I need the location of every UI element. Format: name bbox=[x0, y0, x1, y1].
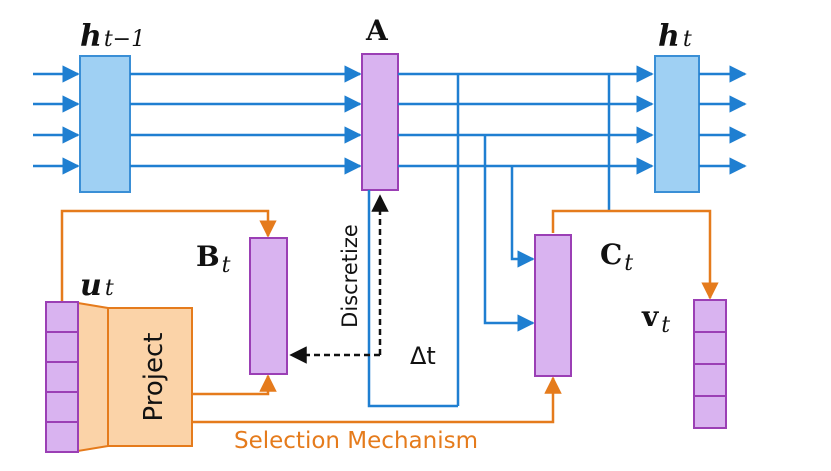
output-state-lines bbox=[699, 65, 747, 175]
selection-lines bbox=[60, 209, 719, 424]
project-to-c-line bbox=[192, 376, 562, 424]
delta-bottom-line bbox=[367, 190, 458, 408]
a-to-ht-lines bbox=[398, 65, 654, 175]
u-cell-4 bbox=[45, 391, 79, 423]
c-label: Ct bbox=[600, 238, 633, 276]
a-matrix-box bbox=[361, 53, 399, 191]
state-to-c-lines bbox=[367, 74, 611, 408]
discretize-label: Discretize bbox=[338, 224, 362, 328]
branch-to-c-upper bbox=[510, 166, 535, 268]
hprev-to-a-lines bbox=[130, 65, 362, 175]
u-cell-3 bbox=[45, 361, 79, 393]
project-box bbox=[107, 307, 193, 447]
c-matrix-box bbox=[534, 234, 572, 377]
v-cell-3 bbox=[693, 363, 727, 397]
h-prev-box bbox=[79, 55, 131, 193]
b-matrix-box bbox=[249, 237, 288, 375]
u-cell-5 bbox=[45, 421, 79, 453]
c-to-v-line bbox=[551, 209, 719, 300]
branch-to-c-lower bbox=[483, 135, 535, 332]
u-cell-2 bbox=[45, 331, 79, 363]
h-t-box bbox=[654, 55, 700, 193]
h-prev-label: ht−1 bbox=[80, 19, 145, 54]
v-cell-4 bbox=[693, 395, 727, 429]
delta-label: Δt bbox=[410, 342, 436, 370]
v-cell-2 bbox=[693, 331, 727, 365]
u-cell-1 bbox=[45, 301, 79, 333]
u-vector bbox=[45, 301, 79, 453]
discretize-arrows bbox=[289, 194, 389, 364]
input-state-lines bbox=[33, 65, 80, 175]
project-to-b-line bbox=[192, 374, 277, 396]
project-block: Project bbox=[77, 301, 193, 453]
project-trapezoid bbox=[77, 301, 109, 453]
v-vector bbox=[693, 299, 727, 429]
a-label: A bbox=[365, 14, 389, 47]
v-cell-1 bbox=[693, 299, 727, 333]
u-to-b-top-line bbox=[60, 209, 277, 302]
b-label: Bt bbox=[196, 240, 231, 278]
project-label: Project bbox=[139, 333, 169, 422]
selection-mechanism-label: Selection Mechanism bbox=[234, 428, 478, 454]
